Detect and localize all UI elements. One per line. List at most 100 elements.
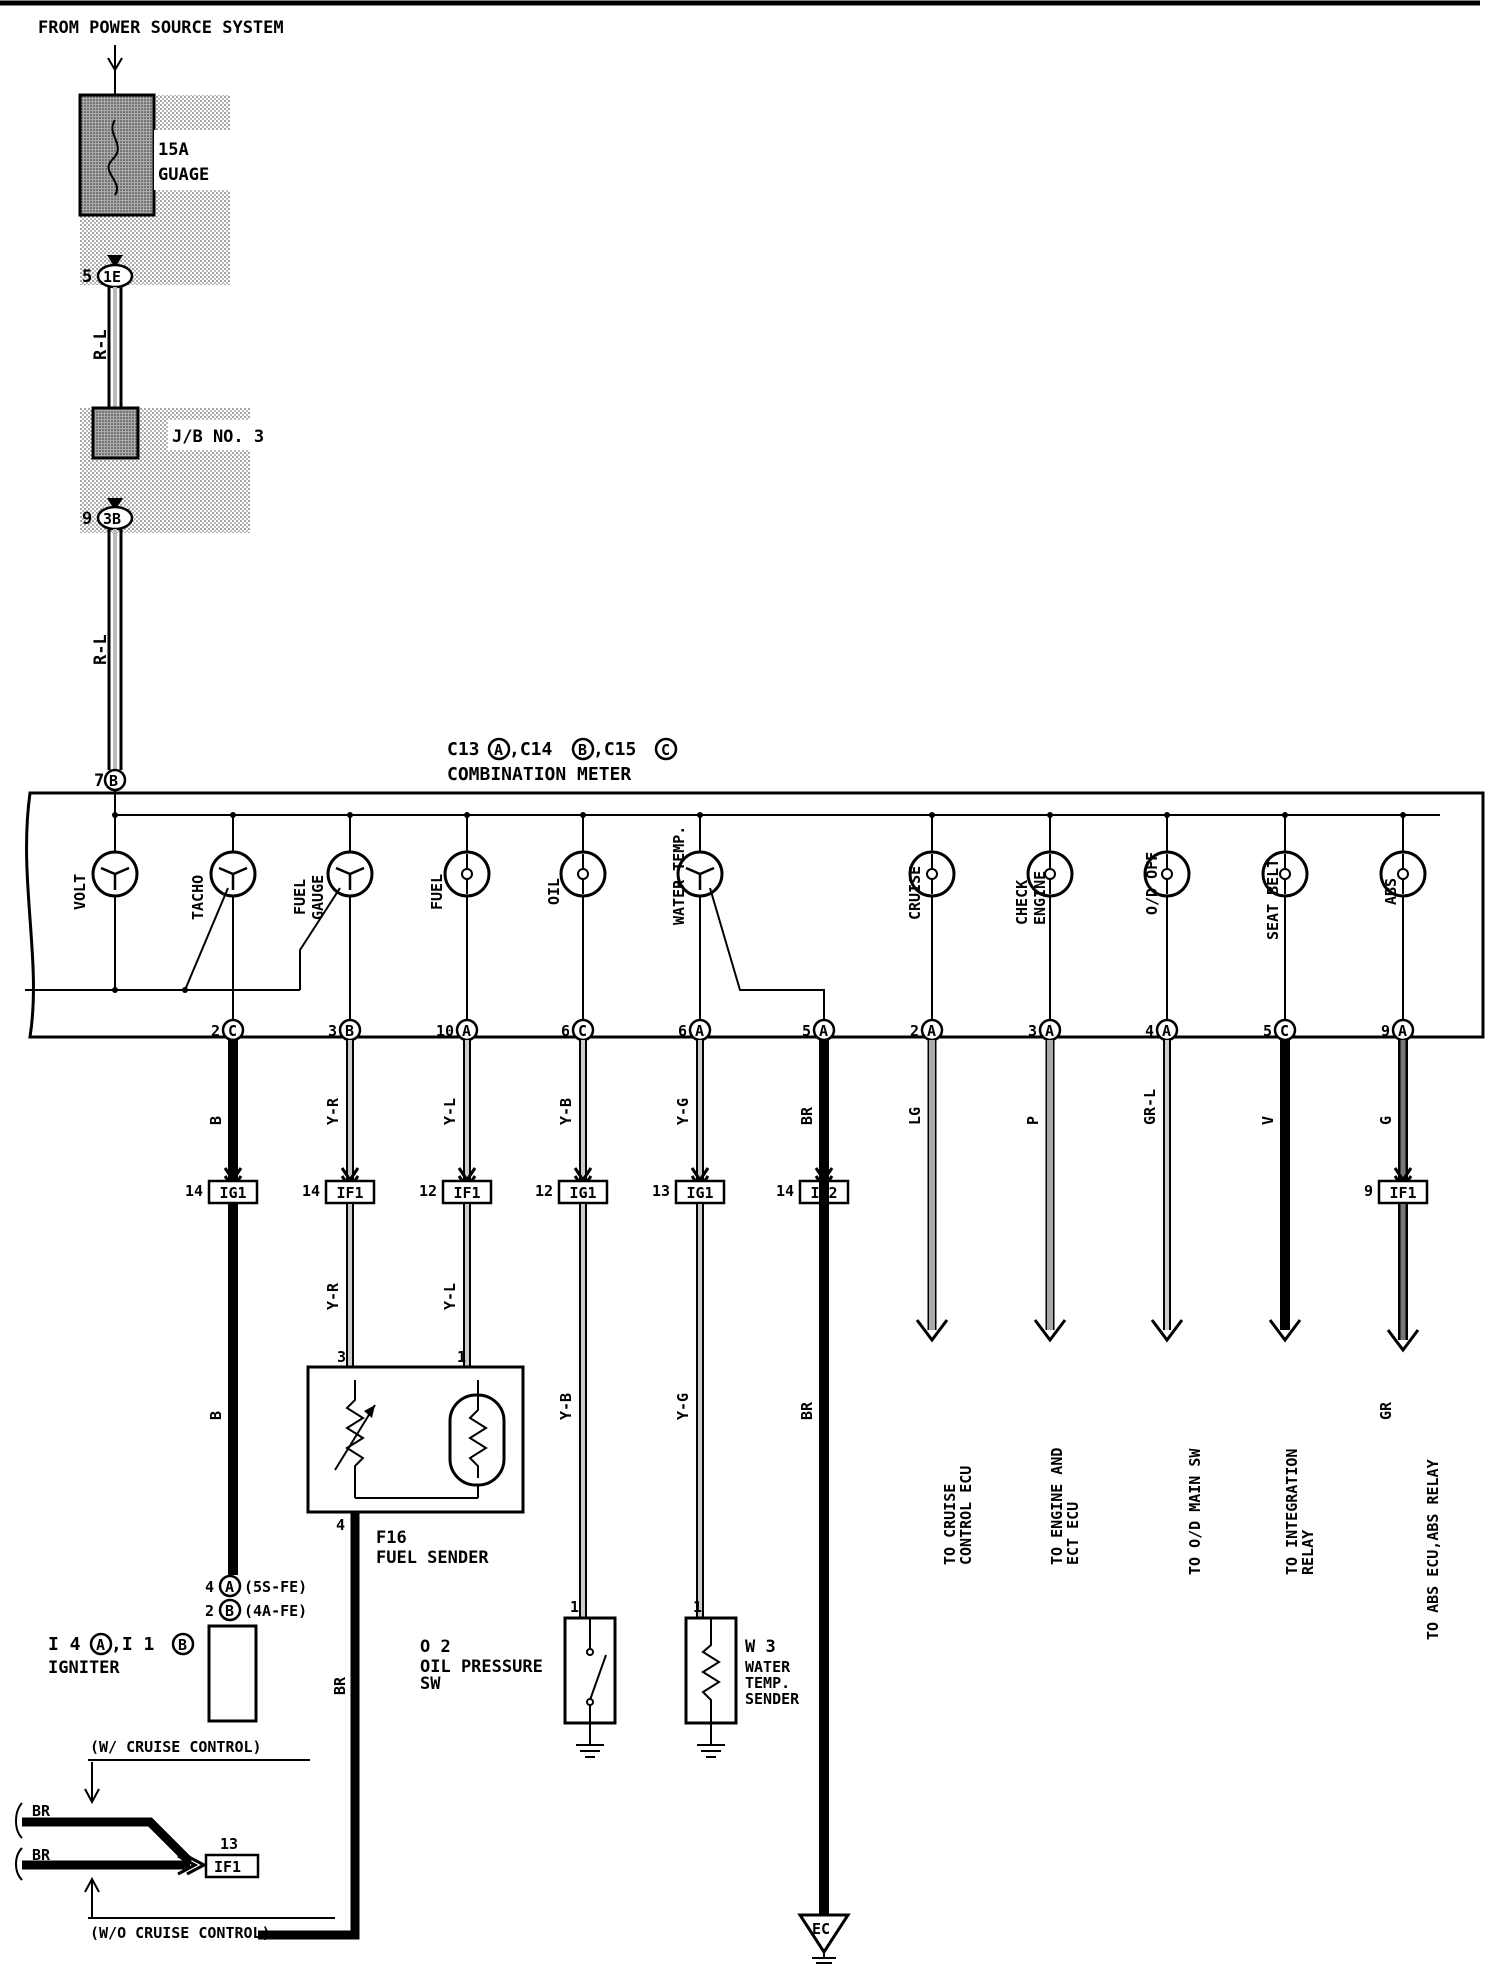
fuse-icon xyxy=(107,119,119,196)
meter-conn-b-circle xyxy=(571,737,595,761)
water-sender-id: W 3 xyxy=(745,1637,776,1657)
fuel-sender-name: FUEL SENDER xyxy=(376,1548,489,1568)
ground-ec-triangle xyxy=(797,1913,851,1955)
igniter-box xyxy=(207,1624,258,1723)
meter-conn-c13: C13 xyxy=(447,739,480,760)
oil-sw-pin: 1 xyxy=(570,1598,579,1616)
igniter-pin1: 4 xyxy=(205,1578,214,1596)
gauge-label-fuel-gauge-2: GAUGE xyxy=(309,875,327,920)
junction-box xyxy=(324,1179,376,1205)
dest-integ-1: TO INTEGRATION xyxy=(1283,1449,1301,1575)
cruise-br-bottom: BR xyxy=(32,1846,51,1864)
output-wire2-label: Y-B xyxy=(557,1393,575,1420)
meter-internal-wiring xyxy=(25,887,1404,1030)
igniter-id-pre: I 4 xyxy=(48,1634,81,1655)
dest-integ-2: RELAY xyxy=(1299,1530,1317,1575)
wire-r-l-2 xyxy=(107,529,123,770)
power-source-label: FROM POWER SOURCE SYSTEM xyxy=(38,18,284,38)
junction-box xyxy=(557,1179,609,1205)
jb-label-bg xyxy=(168,420,250,450)
junction-box xyxy=(207,1179,259,1205)
output-wire-label: Y-R xyxy=(324,1097,342,1125)
junction-pin: 14 xyxy=(185,1182,203,1200)
output-wire-label: B xyxy=(207,1116,225,1125)
output-arrow-icon xyxy=(915,1319,949,1343)
output-arrow-icon xyxy=(1386,1329,1420,1353)
variable-resistor-icon xyxy=(334,1380,479,1499)
with-cruise-arrow-head xyxy=(84,1788,100,1805)
igniter-note-2: (4A-FE) xyxy=(244,1602,307,1620)
output-5: 5ABR14IG2BR xyxy=(776,1018,850,1420)
meter-conn-c-circle xyxy=(654,737,678,761)
gauge-label-tacho: TACHO xyxy=(189,875,207,920)
output-wire-label: G xyxy=(1377,1116,1395,1125)
ground-icon-oil xyxy=(576,1744,604,1758)
cruise-br-top: BR xyxy=(32,1802,51,1820)
meter-conn-c14: ,C14 xyxy=(509,739,553,760)
dest-od: TO O/D MAIN SW xyxy=(1186,1448,1204,1575)
igniter-id-mid: ,I 1 xyxy=(111,1634,154,1655)
output-pin: 9 xyxy=(1381,1022,1390,1040)
output-pin: 6 xyxy=(561,1022,570,1040)
output-pin: 5 xyxy=(802,1022,811,1040)
output-wire-label: GR-L xyxy=(1141,1089,1159,1125)
output-conn-id: C xyxy=(1280,1022,1289,1040)
gauge-4 xyxy=(559,812,607,898)
meter-title: COMBINATION METER xyxy=(447,764,631,785)
output-conn-id: A xyxy=(695,1022,704,1040)
output-pin: 10 xyxy=(436,1022,454,1040)
water-sender-name-2: TEMP. xyxy=(745,1674,790,1692)
fuse-label-bg xyxy=(154,130,230,190)
meter-conn-a: A xyxy=(494,741,503,759)
gauge-5 xyxy=(676,812,724,898)
thermistor-icon xyxy=(701,1618,721,1745)
output-wire2-label: Y-R xyxy=(324,1282,342,1310)
without-cruise-note: (W/O CRUISE CONTROL) xyxy=(90,1924,271,1942)
output-conn-id: A xyxy=(927,1022,936,1040)
wire-br-fuel-sender-label: BR xyxy=(331,1676,349,1695)
wire-br-fuel-sender xyxy=(258,1512,360,1940)
dest-engine-1: TO ENGINE AND xyxy=(1048,1448,1066,1565)
output-conn-id: A xyxy=(1398,1022,1407,1040)
igniter-conn-b xyxy=(218,1598,242,1622)
output-wire-label: Y-L xyxy=(441,1098,459,1125)
junction-pin: 12 xyxy=(535,1182,553,1200)
gauge-label-cruise: CRUISE xyxy=(906,866,924,920)
dest-abs: TO ABS ECU,ABS RELAY xyxy=(1424,1459,1442,1640)
igniter-id-b: B xyxy=(178,1636,187,1654)
fuel-sender-pin1: 1 xyxy=(457,1348,466,1366)
ground-icon-water xyxy=(697,1744,725,1758)
igniter-id-a-circle xyxy=(89,1632,113,1656)
output-wire-label: BR xyxy=(798,1106,816,1125)
oil-sw-name-2: SW xyxy=(420,1674,441,1694)
output-conn-id: C xyxy=(228,1022,237,1040)
junction-box xyxy=(441,1179,493,1205)
output-wire-label: P xyxy=(1024,1116,1042,1125)
output-wire2-label: Y-G xyxy=(674,1393,692,1420)
output-wire2-label: BR xyxy=(798,1401,816,1420)
dest-cruise-2: CONTROL ECU xyxy=(957,1466,975,1565)
output-wire2-label: B xyxy=(207,1411,225,1420)
junction-arrow-icon xyxy=(177,1854,199,1876)
oil-sw-id: O 2 xyxy=(420,1637,451,1657)
conn-3b-id: 3B xyxy=(103,510,121,528)
meter-in-id: B xyxy=(109,772,118,790)
ground-ec-label: EC xyxy=(812,1920,830,1938)
igniter-conn-b-id: B xyxy=(225,1602,234,1620)
fuel-sender-pin3: 3 xyxy=(337,1348,346,1366)
gauge-2 xyxy=(326,812,374,898)
junction-id: IF1 xyxy=(1389,1184,1416,1202)
output-conn-id: A xyxy=(819,1022,828,1040)
junction-if1-box xyxy=(204,1853,260,1879)
output-conn-id: B xyxy=(345,1022,354,1040)
output-pin: 3 xyxy=(1028,1022,1037,1040)
wire-r-l-2-label: R-L xyxy=(91,634,111,665)
junction-pin: 13 xyxy=(220,1835,238,1853)
conn-3b-pin: 9 xyxy=(82,509,92,529)
